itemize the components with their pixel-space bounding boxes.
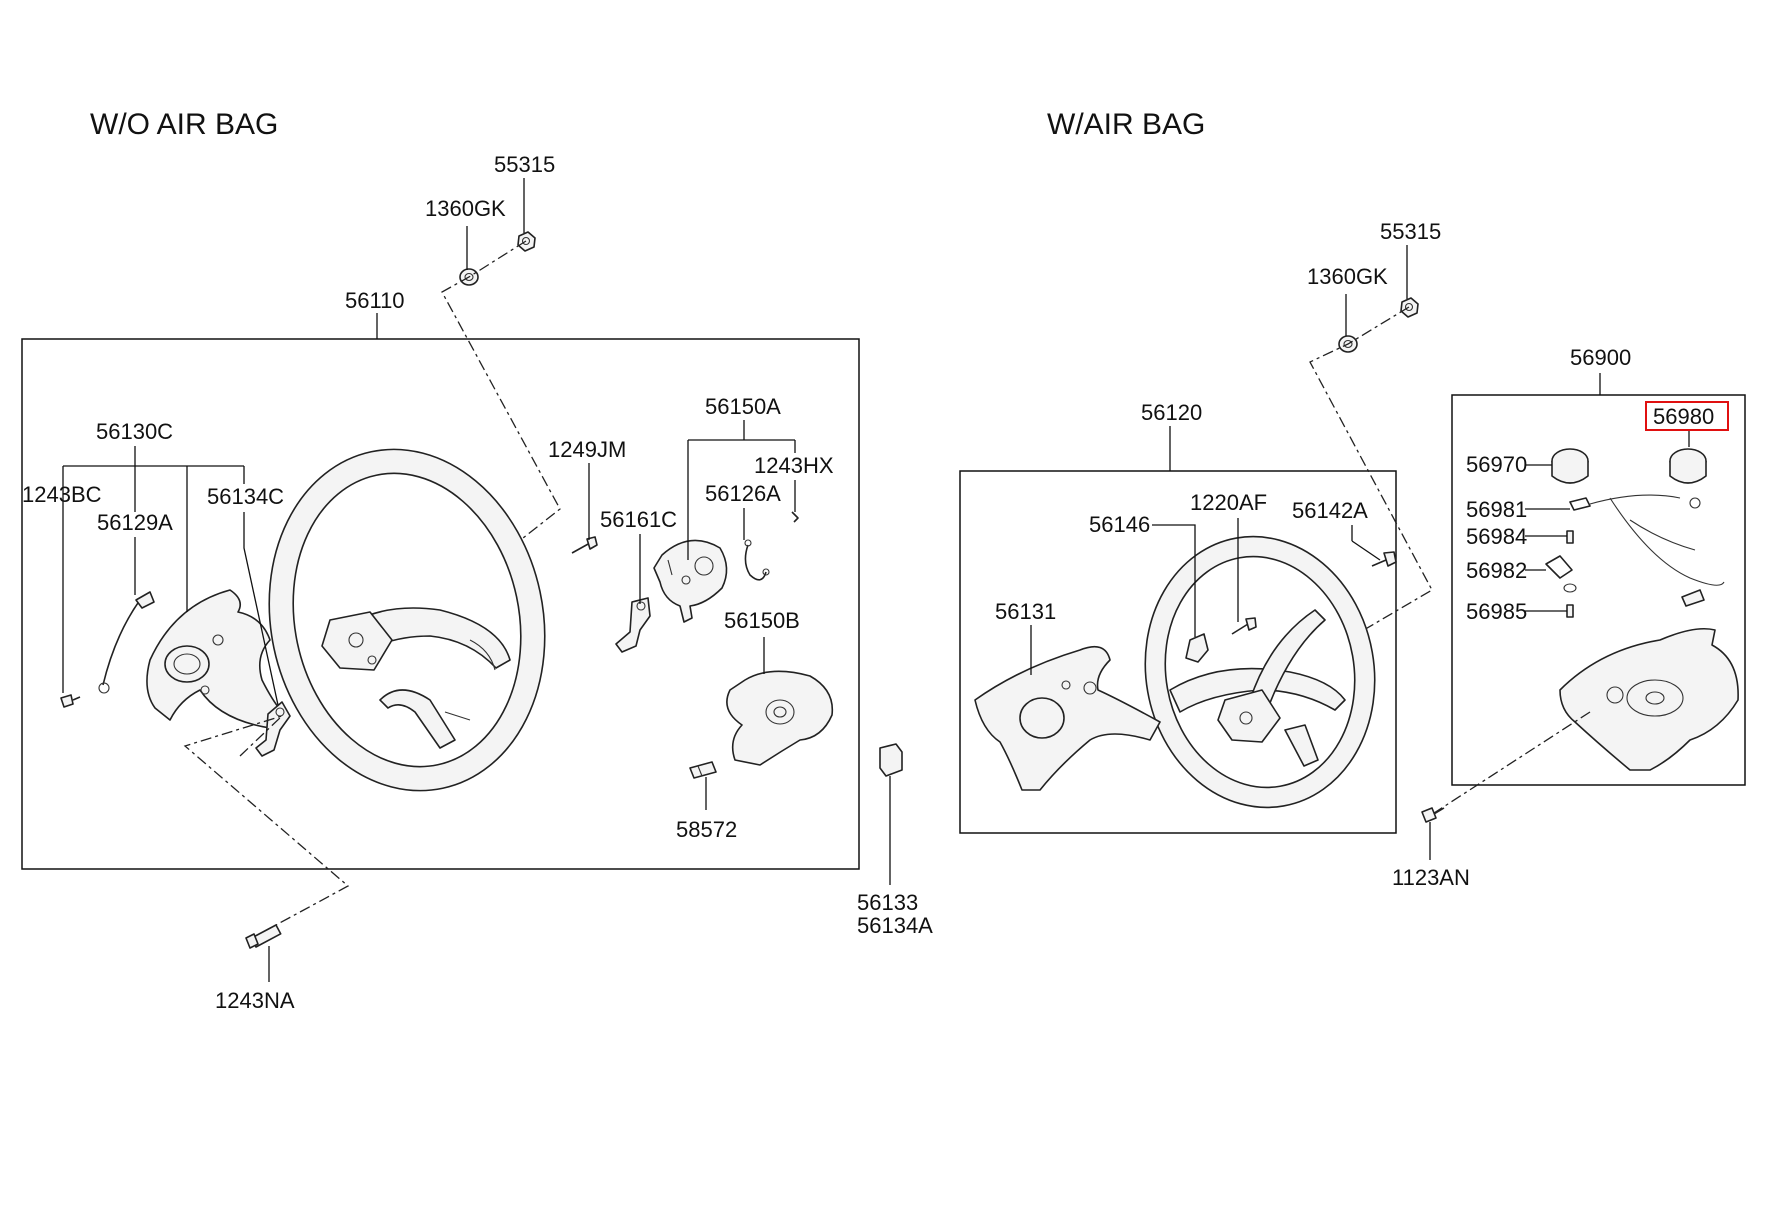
airbag-cover <box>1559 627 1739 771</box>
label-1360gk-right: 1360GK <box>1307 264 1388 289</box>
steering-wheel-56110 <box>268 448 546 792</box>
section-title-with-airbag: W/AIR BAG <box>1047 108 1205 141</box>
bracket-56161c <box>615 597 651 653</box>
label-56120: 56120 <box>1141 400 1202 425</box>
horn-wire-56129a <box>98 591 155 694</box>
label-56150b: 56150B <box>724 608 800 633</box>
label-56985: 56985 <box>1466 599 1527 624</box>
clock-spring-56150a <box>653 539 728 623</box>
assembly-line-1243na <box>183 715 350 939</box>
screw-56985 <box>1563 583 1577 618</box>
screw-1243bc <box>60 694 81 708</box>
bolt-1249jm <box>571 536 598 554</box>
section-title-without-airbag: W/O AIR BAG <box>90 108 278 141</box>
label-56970: 56970 <box>1466 452 1527 477</box>
leader-lines-right <box>1030 245 1690 860</box>
label-56150a: 56150A <box>705 394 781 419</box>
label-55315-right: 55315 <box>1380 219 1441 244</box>
clip-56133 <box>879 743 903 777</box>
assembly-line-1123an <box>1430 711 1591 816</box>
label-56161c: 56161C <box>600 507 677 532</box>
label-56981: 56981 <box>1466 497 1527 522</box>
label-1220af: 1220AF <box>1190 490 1267 515</box>
bracket-56982 <box>1545 555 1573 579</box>
label-56110: 56110 <box>345 288 405 313</box>
label-55315-left: 55315 <box>494 152 555 177</box>
label-56130c: 56130C <box>96 419 173 444</box>
bracket-56146 <box>1185 633 1209 663</box>
leader-lines-left <box>62 178 891 982</box>
airbag-wiring-56981 <box>1569 494 1725 607</box>
clip-58572 <box>689 761 717 779</box>
wire-harness-56126a <box>744 539 770 581</box>
label-1249jm: 1249JM <box>548 437 626 462</box>
label-56900: 56900 <box>1570 345 1631 370</box>
label-56129a: 56129A <box>97 510 173 535</box>
label-56142a: 56142A <box>1292 498 1368 523</box>
label-56982: 56982 <box>1466 558 1527 583</box>
horn-pad-56130c <box>146 589 283 729</box>
screw-56984 <box>1566 530 1574 544</box>
bolt-1220af <box>1231 617 1257 635</box>
label-56134a: 56134A <box>857 913 933 938</box>
label-1243na: 1243NA <box>215 988 295 1013</box>
label-1123an: 1123AN <box>1392 865 1470 890</box>
label-56984: 56984 <box>1466 524 1527 549</box>
inflator-cap-56970 <box>1551 448 1589 484</box>
screw-1243hx <box>791 511 799 523</box>
bolt-56142a <box>1371 551 1397 567</box>
nut-55315-right <box>1400 297 1419 318</box>
steering-wheel-56120 <box>1144 535 1376 809</box>
label-56146: 56146 <box>1089 512 1150 537</box>
assembly-box-56110 <box>21 338 860 870</box>
bolt-1243na <box>245 924 282 949</box>
label-1243bc: 1243BC <box>22 482 102 507</box>
label-56133: 56133 <box>857 890 918 915</box>
assembly-box-56120 <box>959 470 1397 834</box>
horn-cover-56131 <box>974 645 1161 791</box>
label-56126a: 56126A <box>705 481 781 506</box>
label-56131: 56131 <box>995 599 1056 624</box>
inflator-cap-56980 <box>1669 448 1707 484</box>
label-56134c: 56134C <box>207 484 284 509</box>
bolt-1123an <box>1421 807 1445 823</box>
horn-cover-56150b <box>726 670 834 766</box>
nut-55315-left <box>517 231 536 252</box>
highlight-box-56980 <box>1645 401 1729 431</box>
assembly-box-56900 <box>1451 394 1746 786</box>
assembly-line-hub-right <box>1269 306 1433 686</box>
label-1360gk-left: 1360GK <box>425 196 506 221</box>
label-58572: 58572 <box>676 817 737 842</box>
label-1243hx: 1243HX <box>754 453 834 478</box>
label-56980: 56980 <box>1653 404 1714 429</box>
